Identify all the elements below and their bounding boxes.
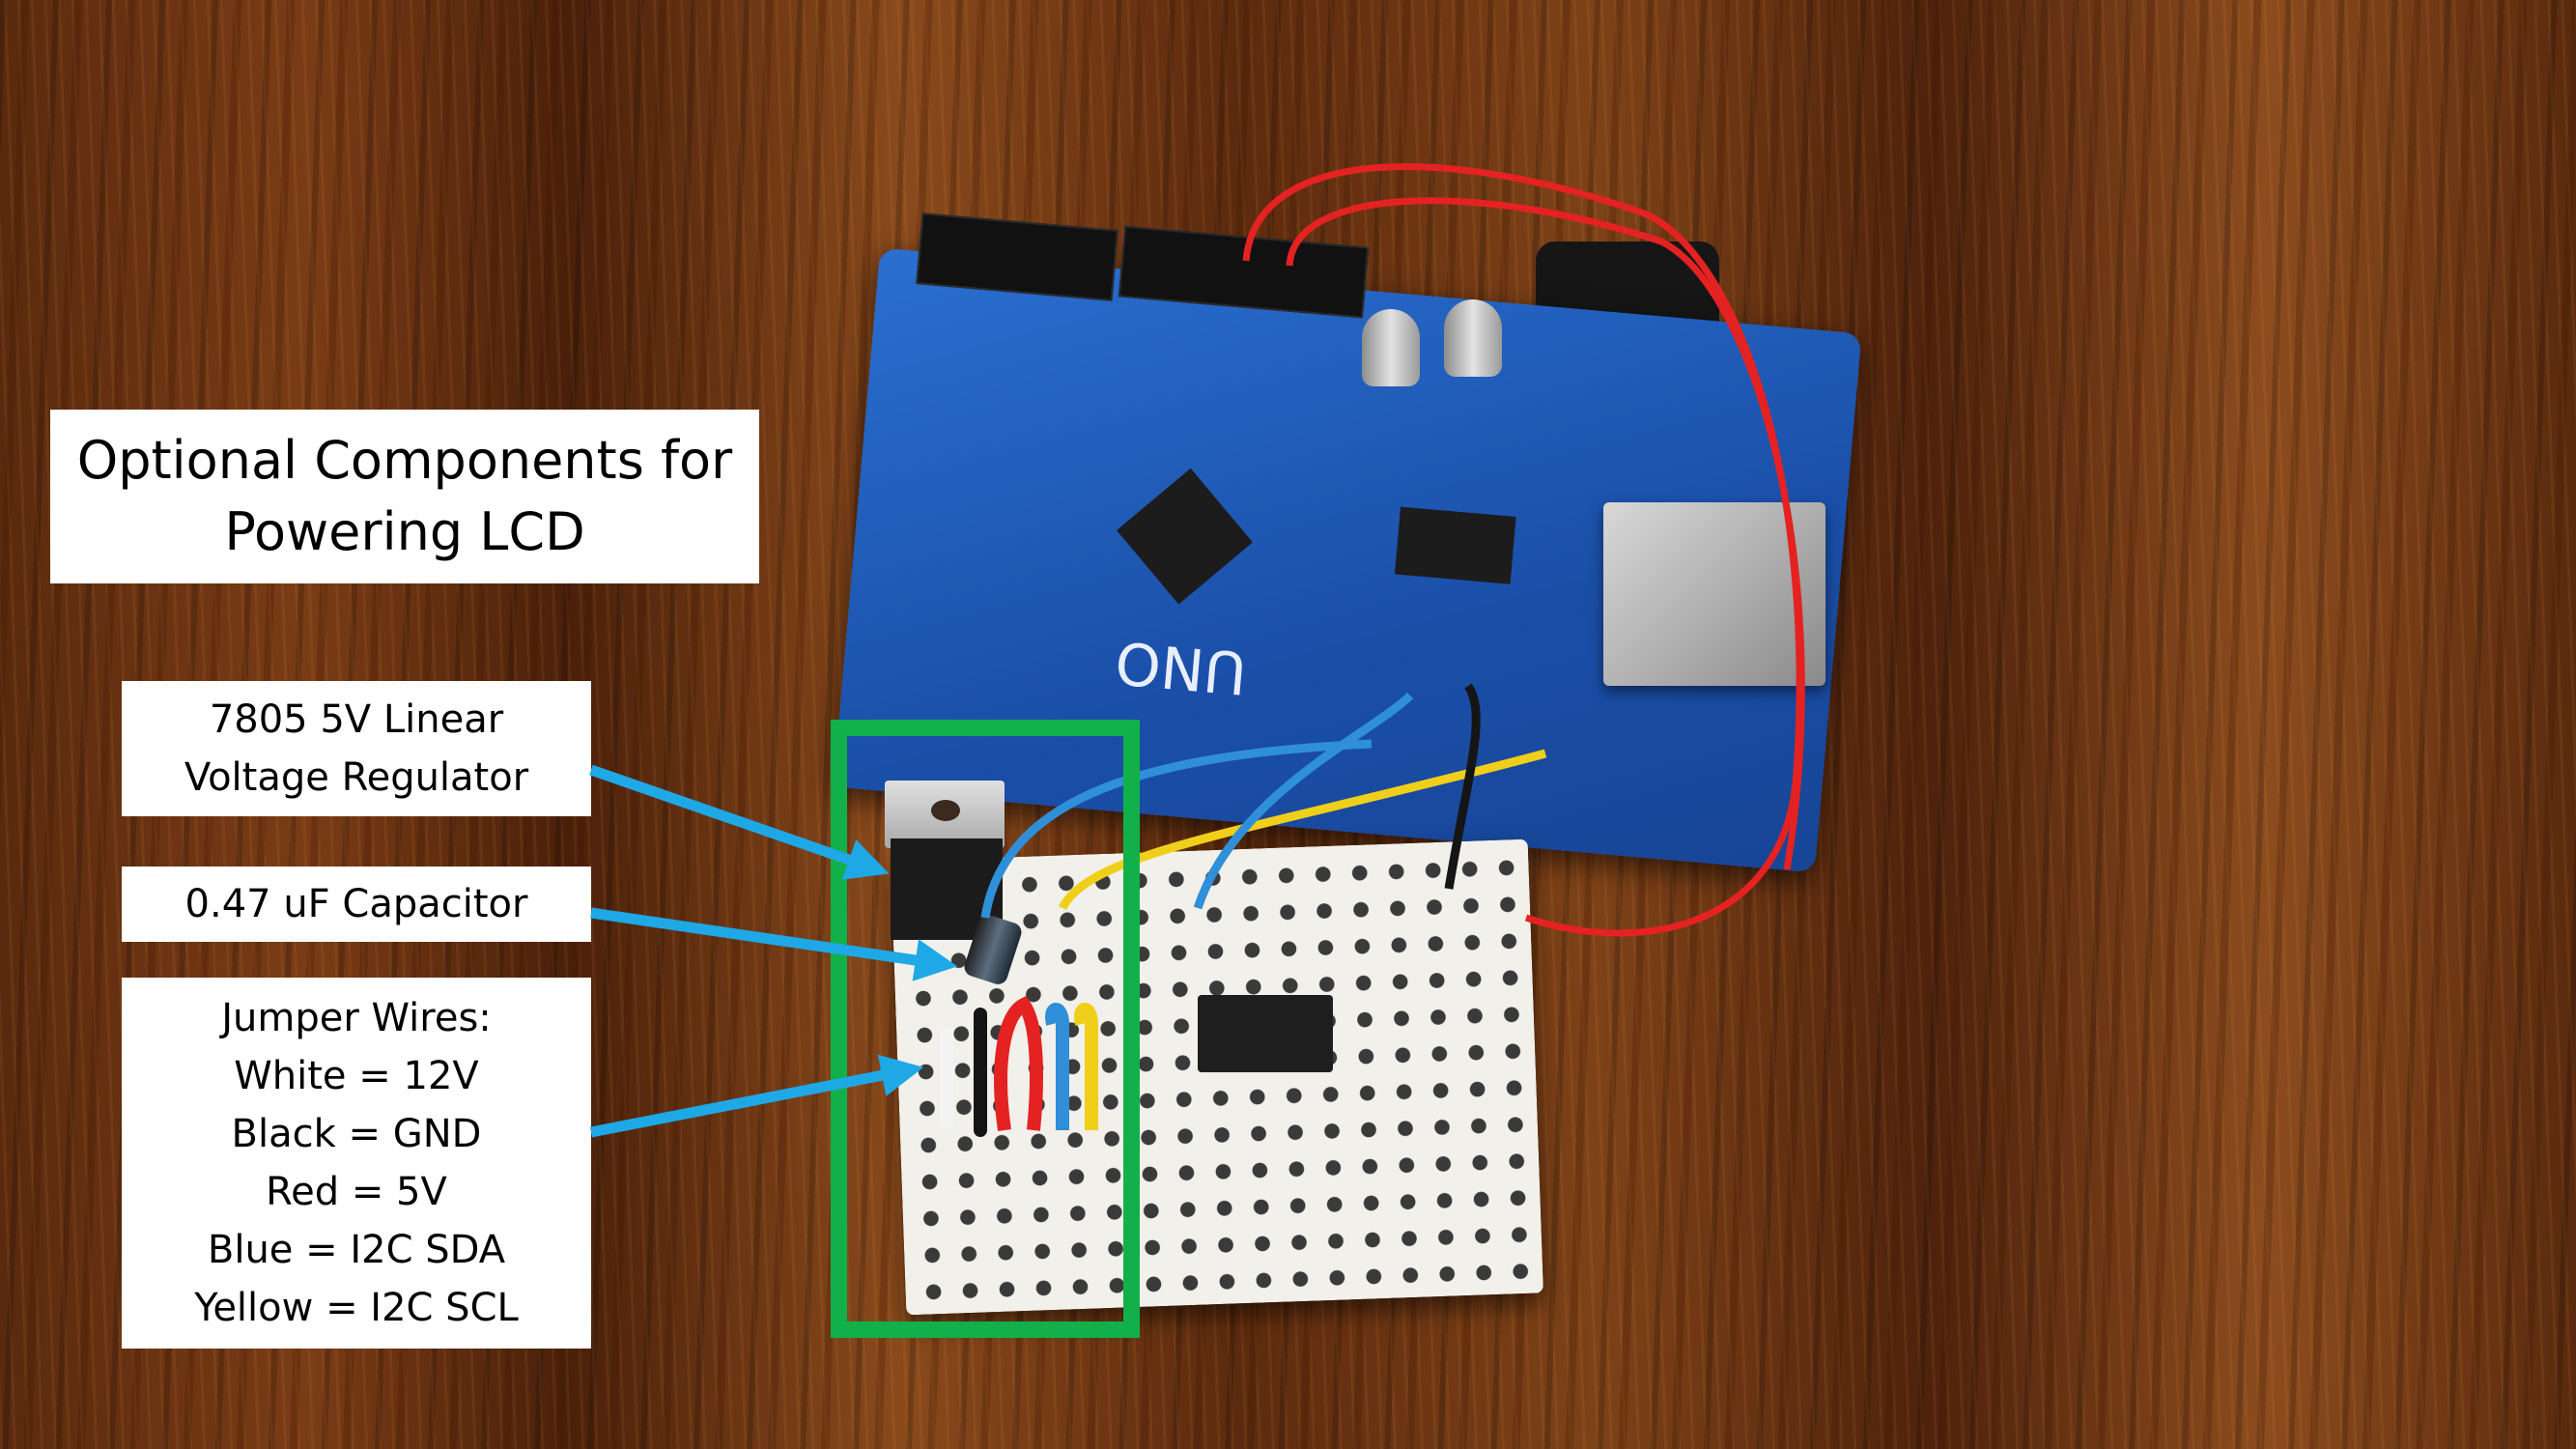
yellow-wire-scl [1058,749,1547,911]
regulator-line-1: 7805 5V Linear [209,697,504,742]
red-jumper-5v [994,996,1043,1131]
blue-wire-2 [1193,692,1414,910]
jumper-item-blue: Blue = I2C SDA [207,1228,506,1272]
jumper-heading: Jumper Wires: [221,996,492,1040]
voltage-regulator [885,781,1005,940]
title-line-1: Optional Components for [76,430,733,491]
regulator-callout: 7805 5V Linear Voltage Regulator [122,681,591,816]
blue-wire-sda-1 [980,739,1373,919]
regulator-arrow [589,764,890,880]
capacitor-callout: 0.47 uF Capacitor [122,867,591,942]
jumper-item-red: Red = 5V [266,1170,447,1214]
title-line-2: Powering LCD [224,501,585,562]
black-wire-board [1444,683,1481,890]
breadboard-ic [1198,995,1333,1072]
board-capacitor-1 [1362,309,1420,386]
regulator-mount-hole [931,800,960,821]
board-capacitor-2 [1444,299,1502,377]
jumper-item-yellow: Yellow = I2C SCL [194,1286,519,1330]
capacitor-label: 0.47 uF Capacitor [184,882,528,926]
jumper-wires-callout: Jumper Wires: White = 12V Black = GND Re… [122,978,591,1349]
red-power-wire-inner [1286,197,1805,870]
blue-jumper-sda [1045,1003,1069,1130]
title-callout: Optional Components for Powering LCD [50,410,759,583]
jumper-wires-arrow [589,1054,924,1138]
regulator-line-2: Voltage Regulator [184,755,529,800]
jumper-item-white: White = 12V [234,1054,479,1098]
optional-components-highlight-box [831,720,1140,1338]
capacitor-arrow [590,907,958,981]
yellow-jumper-scl [1074,1003,1098,1130]
jumper-item-black: Black = GND [231,1112,482,1156]
